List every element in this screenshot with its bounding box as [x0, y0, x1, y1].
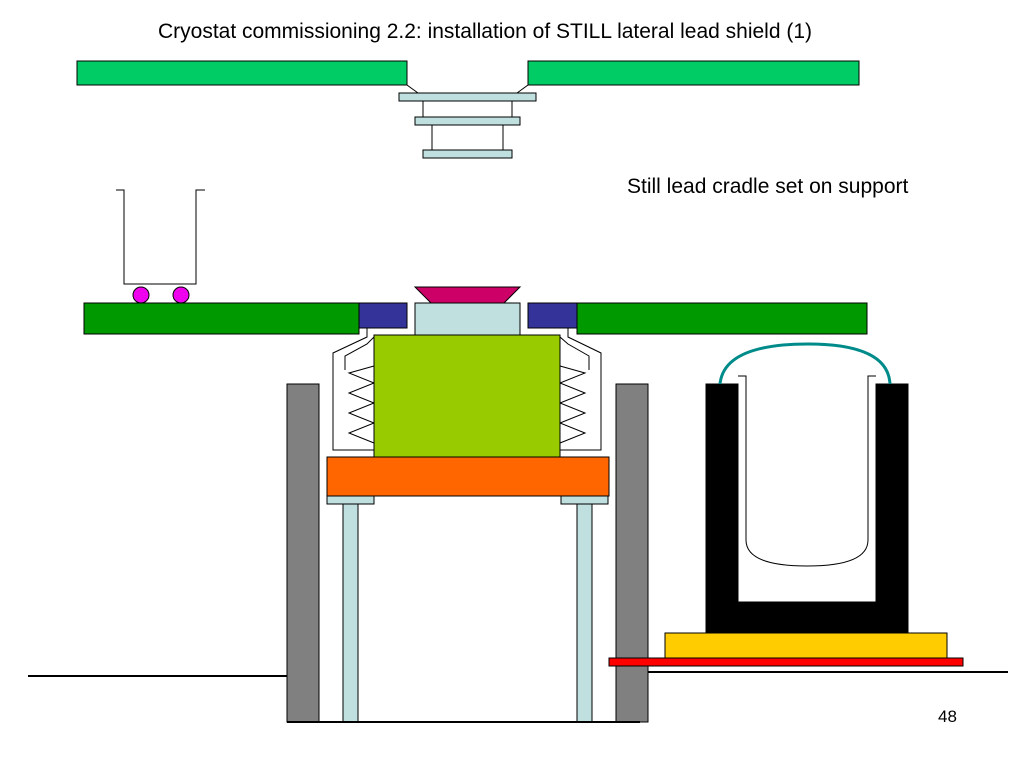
still-shield-inner	[738, 375, 876, 567]
top-opening-outline-right	[516, 61, 529, 94]
bellows-housing-left-inner	[344, 336, 375, 370]
pale-cap-block	[414, 302, 521, 336]
slide-number: 48	[938, 707, 957, 726]
orange-plate	[326, 456, 610, 497]
seal-block-left	[358, 302, 408, 329]
red-base	[608, 657, 964, 667]
bellows-right	[558, 365, 587, 444]
support-leg-right	[576, 503, 593, 723]
main-plate-right	[576, 302, 868, 335]
diagram-caption: Still lead cradle set on support	[627, 175, 909, 198]
bellows-housing-right-inner	[559, 336, 590, 370]
gray-wall-left	[286, 383, 320, 723]
leg-cap-left	[326, 495, 375, 505]
lead-cradle	[705, 383, 909, 634]
top-stack-plate-1	[398, 92, 537, 102]
lifting-handle	[718, 342, 892, 385]
slide-title: Cryostat commissioning 2.2: installation…	[157, 20, 813, 43]
trolley-cart	[116, 189, 205, 285]
trolley-wheel	[132, 286, 150, 304]
top-stack-plate-2	[414, 116, 521, 126]
magenta-wedge	[413, 286, 522, 304]
support-leg-left	[342, 503, 359, 723]
seal-block-right	[527, 302, 578, 329]
top-plate-left	[76, 60, 408, 86]
leg-cap-right	[560, 495, 609, 505]
gray-wall-right	[615, 383, 649, 723]
top-plate-right	[527, 60, 860, 86]
main-plate-left	[83, 302, 360, 335]
top-stack-plate-3	[422, 149, 513, 159]
bellows-left	[347, 365, 376, 444]
bellows-housing-right	[560, 328, 602, 451]
lime-block	[373, 334, 561, 458]
trolley-wheel	[172, 286, 190, 304]
yellow-support	[664, 632, 948, 659]
bellows-housing-left	[332, 328, 374, 451]
top-opening-outline	[406, 61, 419, 94]
